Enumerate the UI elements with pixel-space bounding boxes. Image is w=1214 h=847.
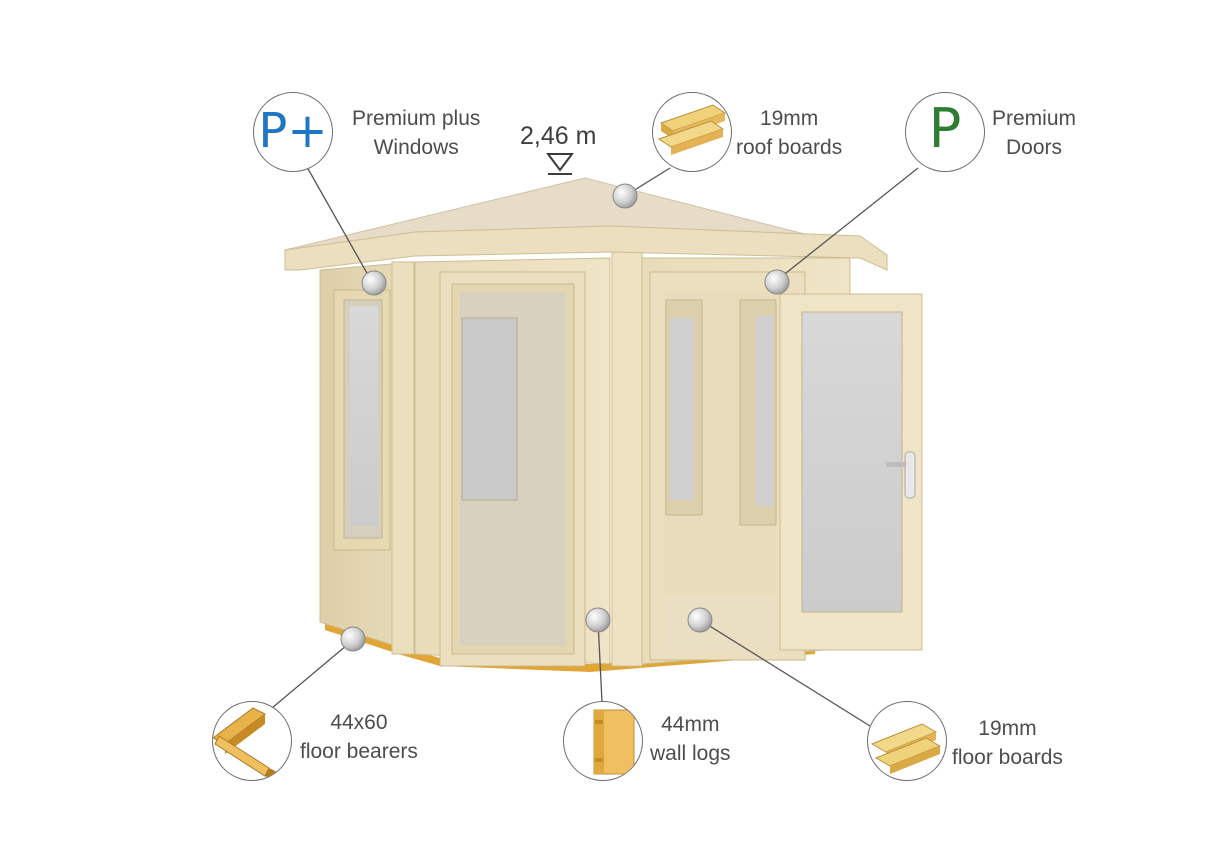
doors-label-line2: Doors: [1005, 136, 1063, 159]
floor-boards-label-line1: 19mm: [978, 717, 1037, 740]
callout-dot-walls: [585, 607, 611, 633]
roof-boards-label-line1: 19mm: [759, 107, 819, 130]
open-door: [779, 293, 923, 651]
windows-label-line2: Windows: [373, 136, 459, 159]
callout-dot-bearers: [340, 626, 366, 652]
wall-logs-label-line2: wall logs: [650, 742, 731, 765]
premium-icon: P: [928, 97, 962, 160]
floor-boards-label: 19mm floor boards: [952, 714, 1063, 772]
roof-boards-label-line2: roof boards: [736, 136, 843, 159]
roof-boards-label: 19mm roof boards: [736, 104, 842, 162]
windows-label: Premium plus Windows: [352, 104, 480, 162]
roof: [284, 177, 888, 271]
wall-logs-label-line1: 44mm: [661, 713, 720, 736]
callout-dot-doors: [764, 269, 790, 295]
premium-plus-windows-badge: P+: [253, 92, 333, 172]
floor-bearers-label: 44x60 floor bearers: [300, 708, 418, 766]
callout-dots: [340, 183, 790, 652]
premium-doors-badge: P: [905, 92, 985, 172]
floor-bearer-icon: [213, 707, 277, 780]
doors-label: Premium Doors: [992, 104, 1076, 162]
left-wall: [319, 261, 416, 655]
front-wall: [414, 249, 643, 667]
wall-log-icon: [593, 709, 635, 775]
floor-boards-label-line2: floor boards: [952, 746, 1063, 769]
wall-logs-label: 44mm wall logs: [650, 710, 731, 768]
height-marker: [546, 153, 574, 175]
height-label: 2,46 m: [520, 122, 597, 150]
right-wall: [641, 257, 851, 665]
windows-label-line1: Premium plus: [352, 107, 481, 130]
roof-board-icon: [657, 104, 727, 155]
floor-board-icon: [870, 723, 942, 774]
callout-dot-windows: [361, 270, 387, 296]
floor-bearers-badge: [212, 701, 292, 781]
doors-label-line1: Premium: [992, 107, 1077, 130]
callout-dot-roof: [612, 183, 638, 209]
floor-bearers-label-line2: floor bearers: [300, 740, 418, 763]
callout-dot-floor: [687, 607, 713, 633]
premium-plus-icon: P+: [258, 103, 328, 159]
wall-logs-badge: [563, 701, 643, 781]
roof-boards-badge: [652, 92, 732, 172]
floor-boards-badge: [867, 701, 947, 781]
floor-bearers-label-line1: 44x60: [330, 711, 388, 734]
